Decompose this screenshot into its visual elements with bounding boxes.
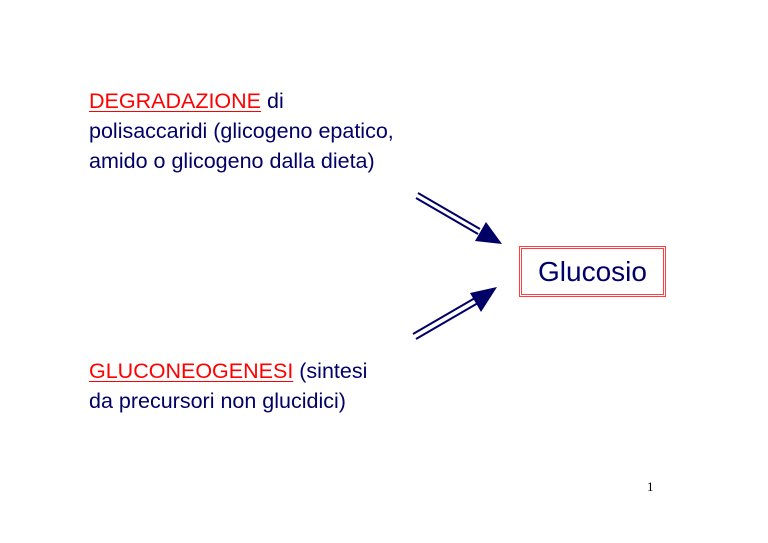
- gluconeogenesi-line2: da precursori non glucidici): [89, 389, 346, 413]
- degradazione-line2: polisaccaridi (glicogeno epatico,: [89, 119, 394, 143]
- arrow-up-right-icon: [412, 287, 497, 340]
- arrow-down-right-icon: [415, 192, 502, 244]
- gluconeogenesi-suffix: (sintesi: [293, 359, 368, 383]
- gluconeogenesi-text: GLUCONEOGENESI (sintesi da precursori no…: [89, 356, 367, 416]
- degradazione-text: DEGRADAZIONE di polisaccaridi (glicogeno…: [89, 86, 394, 176]
- glucosio-box: Glucosio: [519, 246, 666, 297]
- degradazione-heading: DEGRADAZIONE: [89, 89, 262, 113]
- degradazione-suffix: di: [261, 89, 284, 113]
- degradazione-line3: amido o glicogeno dalla dieta): [89, 149, 375, 173]
- page-number: 1: [647, 479, 654, 494]
- gluconeogenesi-heading: GLUCONEOGENESI: [89, 359, 294, 383]
